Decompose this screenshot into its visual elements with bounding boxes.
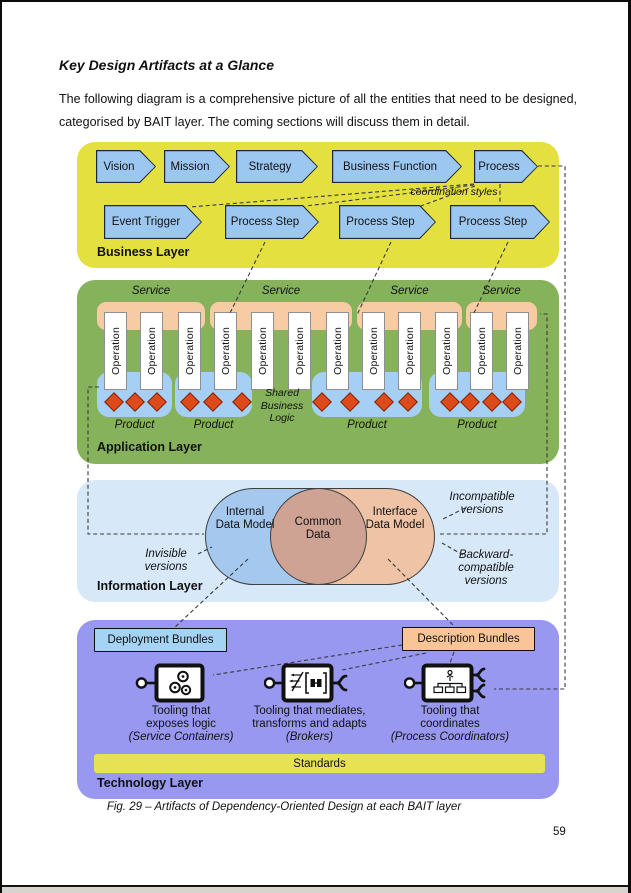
process-coordinator-icon xyxy=(404,663,486,703)
product-label: Product xyxy=(457,419,497,431)
interface-data-model-label: Interface Data Model xyxy=(365,506,425,531)
operation-box: Operation xyxy=(506,312,529,390)
business-function-label: Business Function xyxy=(343,160,437,173)
broker-icon xyxy=(264,663,348,703)
business-layer-label: Business Layer xyxy=(97,245,190,259)
operation-box: Operation xyxy=(470,312,493,390)
operation-box: Operation xyxy=(140,312,163,390)
operation-box: Operation xyxy=(178,312,201,390)
business-function-artifact: Business Function xyxy=(332,150,462,183)
service-container-icon xyxy=(135,663,205,703)
data-model-outline xyxy=(205,488,435,585)
strategy-artifact: Strategy xyxy=(236,150,318,183)
process-artifact: Process xyxy=(474,150,538,183)
mission-artifact: Mission xyxy=(164,150,230,183)
invisible-versions-note: Invisible versions xyxy=(144,548,188,573)
operation-box: Operation xyxy=(326,312,349,390)
operation-box: Operation xyxy=(362,312,385,390)
service-container-caption: Tooling that exposes logic (Service Cont… xyxy=(128,705,234,743)
process-step-artifact: Process Step xyxy=(225,205,319,239)
service-label: Service xyxy=(482,285,521,297)
standards-bar: Standards xyxy=(94,754,545,773)
process-step-label: Process Step xyxy=(230,216,300,228)
deployment-bundles-box: Deployment Bundles xyxy=(94,628,227,652)
service-label: Service xyxy=(390,285,429,297)
operation-box: Operation xyxy=(288,312,311,390)
process-step-artifact: Process Step xyxy=(450,205,550,239)
incompatible-versions-note: Incompatible versions xyxy=(449,491,515,516)
internal-data-model-label: Internal Data Model xyxy=(215,506,275,531)
operation-box: Operation xyxy=(104,312,127,390)
event-trigger-artifact: Event Trigger xyxy=(104,205,202,239)
strategy-label: Strategy xyxy=(248,160,292,173)
application-layer-label: Application Layer xyxy=(97,440,202,454)
product-label: Product xyxy=(114,419,155,431)
event-trigger-label: Event Trigger xyxy=(111,216,181,228)
page-number: 59 xyxy=(553,826,566,838)
backward-compatible-versions-note: Backward-compatible versions xyxy=(458,549,514,587)
vision-artifact: Vision xyxy=(96,150,156,183)
process-coordinator-caption: Tooling that coordinates (Process Coordi… xyxy=(390,705,510,743)
process-step-label: Process Step xyxy=(346,216,415,228)
broker-caption: Tooling that mediates, transforms and ad… xyxy=(252,705,367,743)
service-label: Service xyxy=(131,285,171,297)
product-label: Product xyxy=(193,419,234,431)
page-bottom-edge xyxy=(2,885,628,893)
shared-business-logic-note: Shared Business Logic xyxy=(260,387,304,424)
common-data-shape xyxy=(270,488,367,585)
operation-box: Operation xyxy=(251,312,274,390)
page-title: Key Design Artifacts at a Glance xyxy=(59,57,275,73)
product-label: Product xyxy=(347,419,387,431)
coordination-styles-note: coordination styles xyxy=(410,186,498,198)
figure-caption: Fig. 29 – Artifacts of Dependency-Orient… xyxy=(106,801,462,813)
information-layer-label: Information Layer xyxy=(97,579,203,593)
technology-layer-label: Technology Layer xyxy=(97,776,204,790)
operation-box: Operation xyxy=(214,312,237,390)
intro-paragraph: The following diagram is a comprehensive… xyxy=(59,92,577,129)
operation-box: Operation xyxy=(398,312,421,390)
process-label: Process xyxy=(478,160,520,173)
mission-label: Mission xyxy=(170,160,210,173)
common-data-label: Common Data xyxy=(294,516,342,541)
operation-box: Operation xyxy=(435,312,458,390)
description-bundles-box: Description Bundles xyxy=(402,627,535,651)
vision-label: Vision xyxy=(103,160,135,173)
service-label: Service xyxy=(261,285,301,297)
process-step-label: Process Step xyxy=(458,216,528,228)
process-step-artifact: Process Step xyxy=(339,205,436,239)
